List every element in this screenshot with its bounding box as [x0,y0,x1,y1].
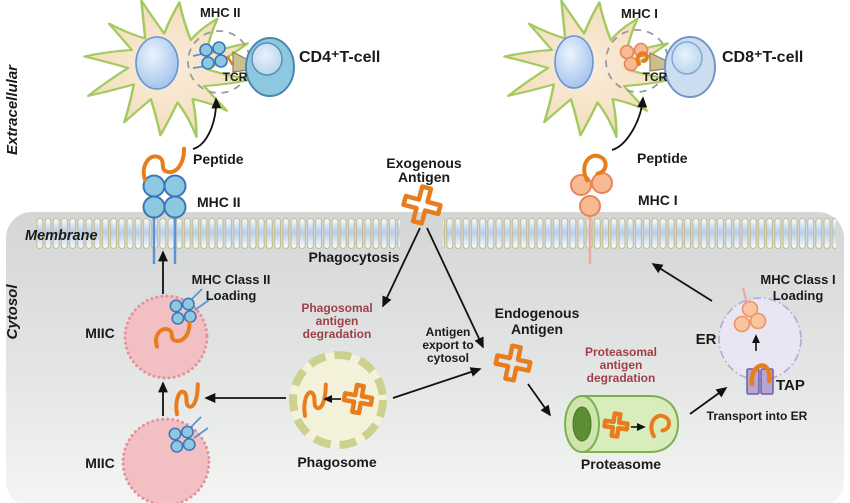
phagosome-vesicle [289,351,387,449]
miic-top-label: MIIC [85,325,115,341]
arrow-transport-into-er [689,387,728,415]
arrow-endo-to-proteasome [527,383,551,417]
antigen-export-label-2: export to [422,338,473,352]
antigen-export-label-1: Antigen [426,325,471,339]
exogenous-label-1: Exogenous [386,155,462,171]
antigen-export-label-3: cytosol [427,351,469,365]
proteasomal-degradation-label-3: degradation [587,371,656,385]
proteasome-label: Proteasome [581,456,661,472]
endogenous-label-1: Endogenous [495,305,580,321]
tcr-right-label: TCR [643,70,668,84]
nucleus-right [554,35,594,89]
mhc2-loading-label-1: MHC Class II [192,272,271,287]
phagosomal-degradation-label-2: antigen [316,314,359,328]
mhc1-surface-label: MHC I [638,192,678,208]
cd8-tcell-label: CD8⁺T-cell [722,49,803,66]
membrane-bilayer [36,218,836,249]
mhc2-surface-label: MHC II [197,194,241,210]
miic-vesicle-top [123,288,210,380]
arrow-peptide-to-synapse-left [192,97,222,150]
synapse-mhc2-tcr [192,41,249,73]
arrow-exo-to-endo [426,227,484,349]
transport-into-er-label: Transport into ER [707,409,808,423]
cytosol-label: Cytosol [4,284,21,340]
phagocytosis-label: Phagocytosis [308,249,399,265]
phagosome-label: Phagosome [297,454,377,470]
phagosomal-degradation-label-1: Phagosomal [301,301,372,315]
mhc1-loading-label-1: MHC Class I [760,272,835,287]
endogenous-label-2: Antigen [511,321,563,337]
miic-bottom-label: MIIC [85,455,115,471]
er-label: ER [696,331,717,348]
mhc1-surface-complex [570,156,613,264]
mhc2-loading-label-2: Loading [206,288,257,303]
proteasome-cylinder [564,395,680,453]
tap-label: TAP [776,377,805,394]
exogenous-label-2: Antigen [398,169,450,185]
arrow-er-to-membrane [651,263,713,302]
tcr-left-label: TCR [223,70,248,84]
arrow-phagocytosis [382,227,421,308]
er-vesicle [718,287,802,395]
arrow-antigen-export [392,367,482,399]
mhc2-top-label: MHC II [200,5,240,20]
mhc1-top-label: MHC I [621,6,658,21]
cd4-tcell-label: CD4⁺T-cell [299,49,380,66]
mhc2-surface-complex [144,149,186,264]
membrane-label: Membrane [25,228,98,244]
phagosomal-degradation-label-3: degradation [303,327,372,341]
proteasomal-degradation-label-1: Proteasomal [585,345,657,359]
nucleus-left [135,36,179,90]
dendritic-cell-left [83,0,253,139]
mhc1-loading-label-2: Loading [773,288,824,303]
cd4-tcell [245,37,295,97]
miic-vesicle-bottom [121,416,211,503]
peptide-left-label: Peptide [193,151,244,167]
extracellular-label: Extracellular [4,64,21,155]
cd8-tcell [664,36,716,98]
proteasomal-degradation-label-2: antigen [600,358,643,372]
arrow-peptide-to-synapse-right [611,96,648,151]
dendritic-cell-right [503,0,673,139]
tap-peptide-icon [749,363,772,387]
peptide-right-label: Peptide [637,150,688,166]
